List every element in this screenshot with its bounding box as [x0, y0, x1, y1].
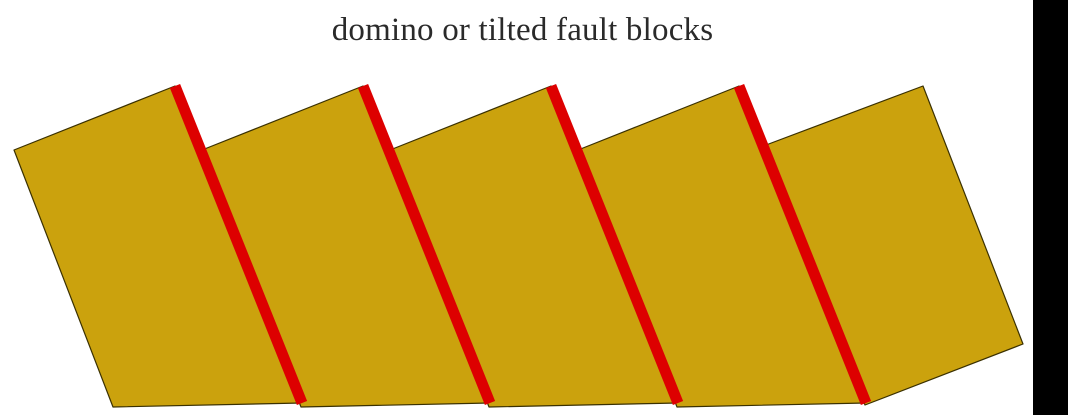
fault-block-diagram: [13, 83, 1024, 408]
fault-plane-4: [733, 83, 872, 406]
fault-plane-1: [169, 83, 308, 406]
fault-plane-2: [357, 83, 496, 406]
slide-canvas: domino or tilted fault blocks: [0, 0, 1033, 415]
slide-title: domino or tilted fault blocks: [331, 12, 714, 48]
fault-plane-3: [545, 83, 684, 406]
